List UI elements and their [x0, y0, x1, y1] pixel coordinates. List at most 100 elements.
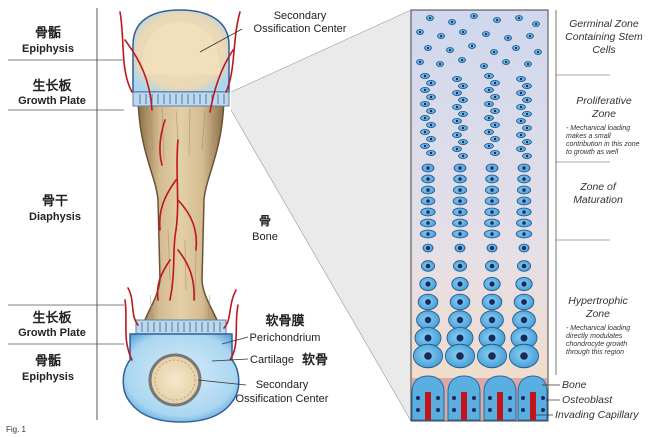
- cell-nucleus: [424, 352, 432, 360]
- cell-nucleus: [458, 177, 462, 181]
- cell-nucleus: [525, 126, 529, 130]
- cell-nucleus: [487, 88, 491, 92]
- cell-nucleus: [488, 352, 496, 360]
- cell-nucleus: [456, 334, 464, 342]
- cell-nucleus: [461, 126, 465, 130]
- perichondrium-cn: 软骨膜: [265, 313, 304, 328]
- cell-nucleus: [493, 137, 497, 141]
- cell-nucleus: [525, 140, 529, 144]
- blood-vessels: [119, 11, 241, 361]
- cell-nucleus: [423, 130, 427, 134]
- cell-nucleus: [495, 18, 499, 22]
- cell-nucleus: [425, 263, 431, 269]
- cell-nucleus: [525, 154, 529, 158]
- cell-nucleus: [458, 246, 462, 250]
- cell-nucleus: [426, 221, 430, 225]
- maturation-l1: Zone of: [579, 181, 617, 193]
- cell-nucleus: [493, 81, 497, 85]
- cell-nucleus: [493, 151, 497, 155]
- secondary-bottom-leader: [197, 379, 247, 386]
- cell-nucleus: [426, 188, 430, 192]
- cell-nucleus: [490, 246, 494, 250]
- cell-nucleus: [526, 62, 530, 66]
- cell-nucleus: [490, 199, 494, 203]
- secondary-top-leader: [199, 28, 243, 53]
- cell-nucleus: [457, 281, 463, 287]
- growth-plate-top-en: Growth Plate: [18, 95, 86, 107]
- label-invading-capillary: Invading Capillary: [555, 409, 639, 421]
- bone-capillary-region: [411, 375, 548, 421]
- cell-nucleus: [426, 46, 430, 50]
- cell-nucleus: [519, 105, 523, 109]
- cell-nucleus: [429, 109, 433, 113]
- cartilage-cn: 软骨: [302, 352, 328, 367]
- bone-shaft: [137, 91, 225, 336]
- secondary-bottom-line2: Ossification Center: [236, 393, 329, 405]
- cell-nucleus: [521, 263, 527, 269]
- germinal-l1: Germinal Zone: [569, 18, 639, 30]
- cartilage-en: Cartilage: [250, 354, 294, 366]
- cell-nucleus: [536, 50, 540, 54]
- secondary-top-line1: Secondary: [274, 10, 327, 22]
- cell-nucleus: [490, 221, 494, 225]
- chondrocyte-cells: [412, 13, 542, 369]
- cell-nucleus: [487, 74, 491, 78]
- cell-nucleus: [519, 147, 523, 151]
- secondary-top-line2: Ossification Center: [254, 23, 347, 35]
- bone-texture: [149, 107, 217, 331]
- diaphysis-en: Diaphysis: [29, 211, 81, 223]
- cell-nucleus: [425, 299, 431, 305]
- cell-nucleus: [525, 84, 529, 88]
- cell-nucleus: [506, 36, 510, 40]
- perichondrium-leader: [221, 336, 249, 345]
- cell-nucleus: [439, 34, 443, 38]
- cell-nucleus: [522, 177, 526, 181]
- cell-nucleus: [455, 133, 459, 137]
- zoom-funnel: [231, 10, 411, 421]
- cell-nucleus: [522, 232, 526, 236]
- cell-nucleus: [461, 98, 465, 102]
- bottom-growth-plate-band: [135, 319, 227, 335]
- cell-nucleus: [458, 188, 462, 192]
- cell-nucleus: [457, 299, 463, 305]
- cell-nucleus: [428, 16, 432, 20]
- top-secondary-ossification-center: [141, 22, 220, 75]
- cell-nucleus: [461, 140, 465, 144]
- cell-nucleus: [519, 133, 523, 137]
- cell-nucleus: [461, 154, 465, 158]
- cell-nucleus: [458, 210, 462, 214]
- cell-nucleus: [429, 137, 433, 141]
- label-bone: Bone: [562, 379, 587, 391]
- perichondrium-en: Perichondrium: [250, 332, 321, 344]
- cell-nucleus: [458, 232, 462, 236]
- cell-nucleus: [519, 91, 523, 95]
- cell-nucleus: [426, 199, 430, 203]
- cell-nucleus: [525, 98, 529, 102]
- cell-nucleus: [528, 34, 532, 38]
- cell-nucleus: [520, 316, 528, 324]
- cell-nucleus: [424, 316, 432, 324]
- cell-nucleus: [429, 81, 433, 85]
- cell-nucleus: [472, 14, 476, 18]
- label-osteoblast: Osteoblast: [562, 394, 613, 406]
- cell-nucleus: [458, 199, 462, 203]
- cell-nucleus: [521, 281, 527, 287]
- hypertrophic-l2: Zone: [585, 308, 610, 320]
- cell-nucleus: [424, 334, 432, 342]
- cell-nucleus: [418, 30, 422, 34]
- germinal-l2: Containing Stem: [565, 31, 643, 43]
- bone-en: Bone: [252, 231, 278, 243]
- hypertrophic-note1: - Mechanical loading: [566, 325, 630, 332]
- epiphysis-top-cn: 骨骺: [35, 25, 61, 40]
- cell-nucleus: [418, 60, 422, 64]
- cell-nucleus: [455, 77, 459, 81]
- proliferative-note1: - Mechanical loading: [566, 125, 630, 132]
- cell-nucleus: [487, 102, 491, 106]
- hypertrophic-note3: chondrocyte growth: [566, 341, 627, 348]
- maturation-l2: Maturation: [573, 194, 623, 206]
- cell-nucleus: [426, 177, 430, 181]
- cell-nucleus: [520, 334, 528, 342]
- cell-nucleus: [461, 112, 465, 116]
- cell-nucleus: [455, 105, 459, 109]
